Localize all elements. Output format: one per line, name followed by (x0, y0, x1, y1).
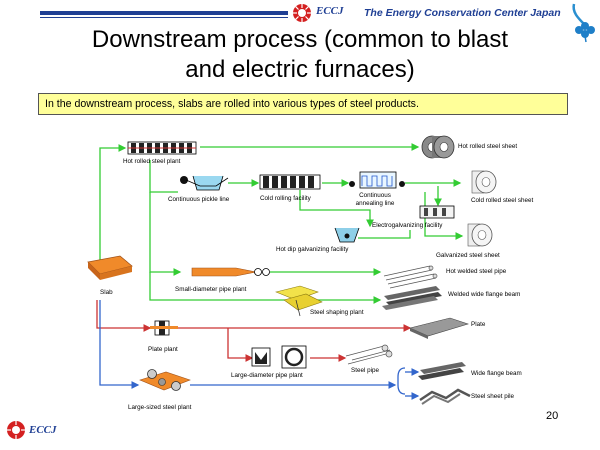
plate-product-icon (409, 317, 469, 339)
summary-banner: In the downstream process, slabs are rol… (38, 93, 568, 115)
plate-plant-icon (150, 320, 178, 336)
welded-flange-beam-icon (382, 286, 442, 310)
pickle-line-label: Continuous pickle line (168, 196, 230, 203)
cold-rolling-icon (259, 174, 321, 190)
footer-logo-text: ECCJ (29, 424, 57, 436)
cold-rolled-coil-icon (471, 170, 497, 194)
annealing-line-label: Continuous annealing line (350, 192, 400, 208)
large-steel-plant-icon (139, 369, 191, 391)
hot-rolled-sheet-label: Hot rolled steel sheet (458, 143, 518, 150)
hot-dip-icon (334, 227, 360, 243)
sheet-pile-label: Steel sheet pile (471, 393, 515, 400)
cold-rolling-label: Cold rolling facility (260, 195, 311, 202)
header-rule (40, 11, 288, 15)
footer-eccj-logo-icon (7, 421, 25, 439)
steel-pipe-label: Steel pipe (351, 367, 380, 374)
sheet-pile-product-icon (419, 388, 471, 405)
annealing-line-icon (349, 171, 405, 189)
steel-shaping-icon (275, 285, 323, 317)
galvanized-sheet-label: Galvanized steel sheet (436, 252, 500, 259)
hot-rolled-coil-icon (421, 135, 455, 159)
blue-flow-lines (99, 300, 420, 400)
clover-logo-icon (572, 3, 595, 43)
annealing-line-label-1: Continuous (359, 192, 391, 199)
electrogalvanizing-label: Electrogalvanizing facility (372, 222, 443, 229)
hot-rolled-plant-icon (127, 141, 197, 155)
annealing-line-label-2: annealing line (355, 200, 395, 207)
slide-title: Downstream process (common to blast and … (0, 25, 600, 85)
slab-label: Slab (100, 289, 113, 296)
large-steel-plant-label: Large-sized steel plant (128, 404, 192, 411)
cold-rolled-sheet-label: Cold rolled steel sheet (471, 197, 534, 204)
large-pipe-plant-label: Large-diameter pipe plant (231, 372, 303, 379)
header-logo-text: ECCJ (316, 5, 344, 17)
small-pipe-plant-icon (191, 267, 270, 277)
plate-plant-label: Plate plant (148, 346, 178, 353)
wide-flange-product-icon (418, 362, 466, 380)
eccj-logo-icon (293, 4, 311, 22)
organization-name: The Energy Conservation Center Japan (364, 7, 561, 19)
header-rule-thin (40, 17, 288, 18)
slab-icon (87, 255, 133, 280)
slide-title-line-1: Downstream process (common to blast (91, 26, 509, 53)
hot-dip-label: Hot dip galvanizing facility (276, 246, 349, 253)
page-number: 20 (546, 410, 559, 422)
wide-flange-label: Wide flange beam (471, 370, 522, 377)
red-flow-lines (96, 300, 412, 362)
hot-rolled-plant-label: Hot rolled steel plant (123, 158, 181, 165)
large-pipe-plant-icon (251, 345, 307, 369)
galvanized-coil-icon (467, 223, 493, 247)
plate-label: Plate (471, 321, 486, 328)
welded-pipe-icon (383, 265, 438, 289)
hot-welded-pipe-label: Hot welded steel pipe (446, 268, 507, 275)
pickle-line-icon (180, 175, 229, 191)
steel-shaping-label: Steel shaping plant (310, 309, 364, 316)
welded-flange-beam-label: Welded wide flange beam (448, 291, 521, 298)
electrogalvanizing-icon (419, 205, 455, 219)
steel-pipe-product-icon (345, 344, 393, 365)
small-pipe-plant-label: Small-diameter pipe plant (175, 286, 247, 293)
slide-title-line-2: and electric furnaces) (185, 56, 415, 83)
